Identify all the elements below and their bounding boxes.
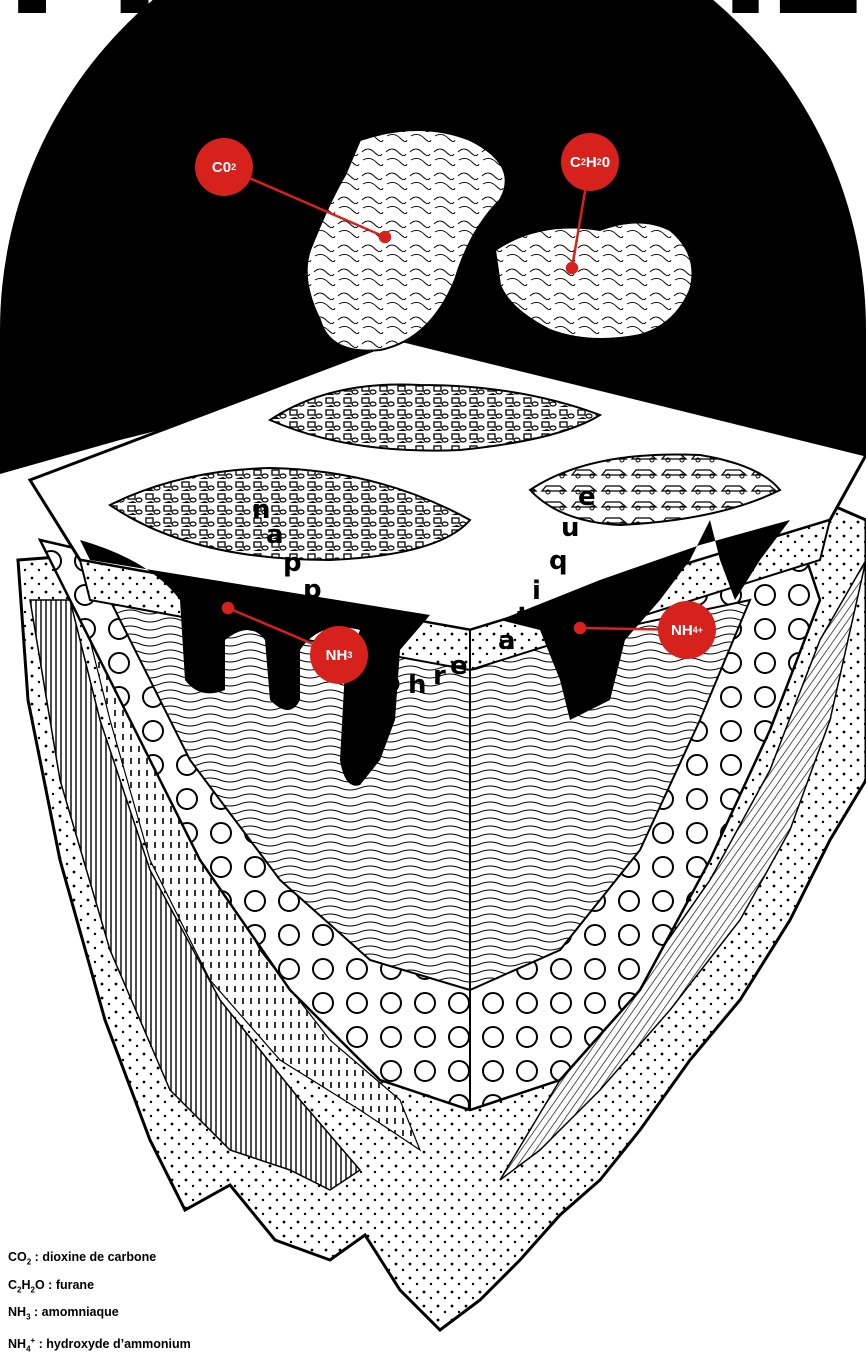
legend-row-c2h2o: C2H2O : furane [8,1274,191,1302]
legend-row-co2: CO2 : dioxine de carbone [8,1246,191,1274]
water-table-letter: a [498,628,516,654]
water-table-letter: e [578,484,596,510]
legend: CO2 : dioxine de carbone C2H2O : furane … [8,1246,191,1360]
water-table-letter: e [325,603,343,629]
water-table-letter: p [382,670,401,696]
water-table-letter: r [433,663,446,689]
water-table-letter: p [283,550,302,576]
water-table-letter: i [532,578,541,604]
water-table-letter: u [561,515,580,541]
water-table-letter: h [408,672,427,698]
poster-title: PROBLÈME [0,0,866,36]
legend-row-nh4: NH4+ : hydroxyde d’ammonium [8,1329,191,1360]
legend-row-nh3: NH3 : amomniaque [8,1301,191,1329]
water-table-letter: t [517,604,529,630]
water-table-letter: e [450,653,468,679]
water-table-letter: p [303,577,322,603]
water-table-letter: a [266,522,284,548]
water-table-letter: q [549,548,568,574]
